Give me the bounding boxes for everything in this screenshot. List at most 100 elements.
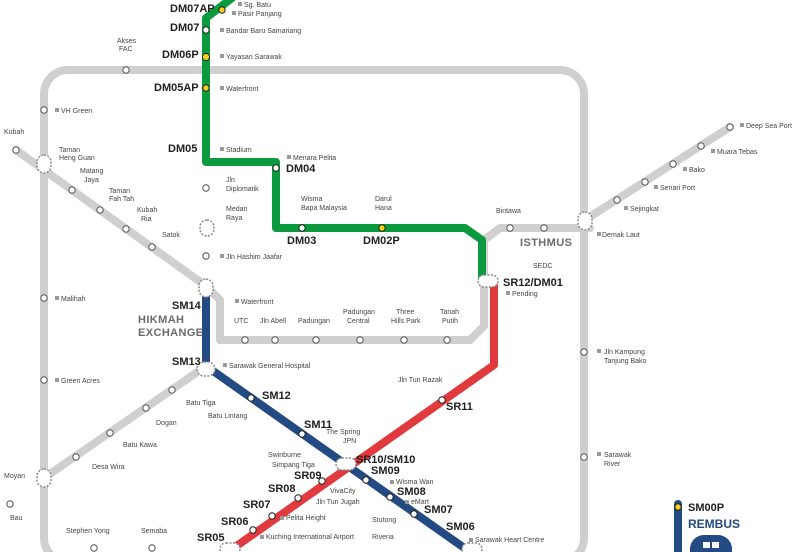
- station-muara-tebas[interactable]: Muara Tebas: [697, 142, 758, 156]
- station-sm06-name: Sarawak Heart Centre: [475, 537, 544, 544]
- station-sr10-name-1: The Spring: [326, 429, 360, 436]
- station-kubah[interactable]: Kubah: [4, 129, 24, 154]
- station-jln-kampung-tanjung-bako-name-1: Jln Kampung: [604, 349, 645, 356]
- station-dm03-code: DM03: [287, 235, 316, 247]
- station-sm11[interactable]: SM11: [298, 419, 332, 438]
- station-jln-kampung-tanjung-bako[interactable]: Jln Kampung Tanjung Bako: [580, 348, 647, 365]
- marker-square: [238, 2, 242, 6]
- station-sr05[interactable]: SR05 Kuching International Airport: [197, 532, 354, 544]
- station-taman-fah-tah[interactable]: Taman Fah Tah: [96, 188, 134, 214]
- station-jln-diplomatik-name-1: Jln: [226, 177, 235, 184]
- station-dm06p-code: DM06P: [162, 49, 199, 61]
- station-sm07-code: SM07: [424, 504, 453, 516]
- station-stephen-yong[interactable]: Stephen Yong: [66, 528, 110, 552]
- station-batu-kawa[interactable]: Batu Kawa: [106, 429, 157, 449]
- station-sr07[interactable]: SR07 Pelita Height: [243, 499, 326, 522]
- station-sr10[interactable]: SR10/SM10 The Spring JPN: [326, 429, 415, 466]
- station-dm03-name-1: Wisma: [301, 196, 322, 203]
- station-sm14[interactable]: SM14 Waterfront: [172, 299, 273, 312]
- station-sr11[interactable]: SR11 Jln Tun Razak: [398, 377, 473, 413]
- station-dm05ap[interactable]: DM05AP Waterfront: [154, 82, 258, 94]
- station-sedc[interactable]: SEDC: [533, 224, 552, 270]
- marker-square: [597, 349, 601, 353]
- station-dm05[interactable]: DM05 Stadium: [168, 143, 252, 155]
- station-kubah-ria[interactable]: Kubah Ria: [122, 207, 158, 233]
- station-jln-abell[interactable]: Jln Abell: [260, 318, 287, 344]
- station-batu-kawa-dot: [106, 429, 114, 437]
- station-semaba[interactable]: Semaba: [141, 528, 167, 552]
- station-moyan[interactable]: Moyan: [4, 473, 25, 480]
- station-dm05-name: Stadium: [226, 147, 252, 154]
- station-sr09-name-2: Simpang Tiga: [272, 462, 315, 469]
- station-sr06[interactable]: SR06: [221, 516, 257, 534]
- station-padungan-dot: [312, 336, 320, 344]
- station-sm13[interactable]: SM13 Sarawak General Hospital: [172, 356, 311, 370]
- station-sm12-name: Batu Lintang: [208, 413, 247, 420]
- hikmah-exchange-label-2: EXCHANGE: [138, 327, 204, 339]
- station-sarawak-river[interactable]: Sarawak River: [580, 452, 632, 468]
- marker-square: [390, 480, 394, 484]
- station-dm03[interactable]: DM03 Wisma Bapa Malaysia: [287, 196, 347, 247]
- station-batu-tiga[interactable]: Batu Tiga: [168, 386, 216, 407]
- station-padungan-central[interactable]: Padungan Central: [343, 309, 375, 344]
- station-demak-laut[interactable]: Demak Laut: [602, 232, 640, 239]
- station-padungan-name: Padungan: [298, 318, 330, 325]
- station-muara-tebas-name: Muara Tebas: [717, 149, 758, 156]
- station-taman-heng-guan[interactable]: Taman Heng Guan: [59, 147, 95, 162]
- station-sm06[interactable]: SM06 Sarawak Heart Centre: [446, 521, 544, 544]
- station-jln-diplomatik[interactable]: Jln Diplomatik: [202, 177, 259, 193]
- station-sr08-name-2: Jln Tun Jugah: [316, 499, 360, 506]
- station-dogan[interactable]: Dogan: [142, 404, 177, 427]
- interchange-medan-raya-marker: [199, 219, 215, 237]
- station-bintawa[interactable]: Bintawa: [496, 208, 521, 232]
- station-dm06p[interactable]: DM06P Yayasan Sarawak: [162, 49, 282, 62]
- station-sr12[interactable]: SR12/DM01 Pending: [503, 277, 563, 298]
- station-matang-jaya[interactable]: Matang Jaya: [68, 168, 104, 194]
- station-bako[interactable]: Bako: [669, 160, 705, 174]
- station-deep-sea-port[interactable]: Deep Sea Port: [726, 123, 792, 131]
- station-batu-kawa-name: Batu Kawa: [123, 442, 157, 449]
- station-sm12[interactable]: SM12 Batu Lintang: [208, 390, 291, 420]
- station-satok[interactable]: Satok: [148, 232, 181, 251]
- station-sm08[interactable]: SM08 eMart: [386, 486, 429, 506]
- station-sm07[interactable]: SM07 Stutong: [372, 504, 453, 524]
- station-dogan-dot: [142, 404, 150, 412]
- station-medan-raya[interactable]: Medan Raya: [226, 206, 248, 222]
- station-kubah-ria-name-2: Ria: [141, 216, 152, 223]
- station-dm05ap-code: DM05AP: [154, 82, 199, 94]
- station-three-hills-park-name-1: Three: [396, 309, 414, 316]
- hikmah-exchange-label-1: HIKMAH: [138, 314, 184, 326]
- station-senari-port-dot: [641, 178, 649, 186]
- station-jln-diplomatik-dot: [202, 184, 210, 192]
- marker-square: [220, 54, 224, 58]
- station-akses-fac[interactable]: Akses FAC: [117, 38, 137, 74]
- station-green-acres[interactable]: Green Acres: [40, 376, 101, 385]
- station-dm04-name: Menara Pelita: [293, 155, 336, 162]
- grey-loop-line: [40, 66, 588, 552]
- station-dm07ap[interactable]: DM07AP Sg. Batu Pasir Panjang: [170, 2, 282, 18]
- station-vh-green[interactable]: VH Green: [40, 106, 92, 115]
- station-bau[interactable]: Bau: [6, 500, 23, 522]
- station-three-hills-park[interactable]: Three Hills Park: [391, 309, 421, 344]
- station-sr07-name: Pelita Height: [286, 515, 326, 522]
- station-dm07[interactable]: DM07 Bandar Baru Samariang: [170, 22, 301, 35]
- station-semaba-dot: [148, 544, 156, 552]
- station-sr09[interactable]: SR09 Swinburne Simpang Tiga: [268, 452, 326, 485]
- station-jln-hashim-jaafar[interactable]: Jln Hashim Jaafar: [202, 252, 283, 261]
- station-dm04[interactable]: DM04 Menara Pelita: [272, 155, 336, 175]
- station-sr08[interactable]: SR08 VivaCity Jln Tun Jugah: [268, 483, 360, 506]
- station-sejingkat[interactable]: Sejingkat: [613, 196, 659, 213]
- station-padungan[interactable]: Padungan: [298, 318, 330, 344]
- station-desa-wira[interactable]: Desa Wira: [72, 453, 125, 471]
- station-taman-fah-tah-name-2: Fah Tah: [109, 196, 134, 203]
- station-senari-port[interactable]: Senari Port: [641, 178, 695, 192]
- station-dm02p[interactable]: DM02P Darul Hana: [363, 196, 400, 247]
- station-tanah-putih[interactable]: Tanah Putih: [440, 309, 459, 344]
- station-matang-jaya-name-2: Jaya: [84, 177, 99, 184]
- station-utc[interactable]: UTC: [234, 318, 249, 344]
- station-riveria[interactable]: Riveria: [372, 534, 394, 541]
- station-malihah[interactable]: Malihah: [40, 294, 86, 303]
- station-deep-sea-port-name: Deep Sea Port: [746, 123, 792, 130]
- station-sm09[interactable]: SM09 Wisma Wan: [362, 465, 434, 486]
- station-dm07-dot: [202, 26, 210, 34]
